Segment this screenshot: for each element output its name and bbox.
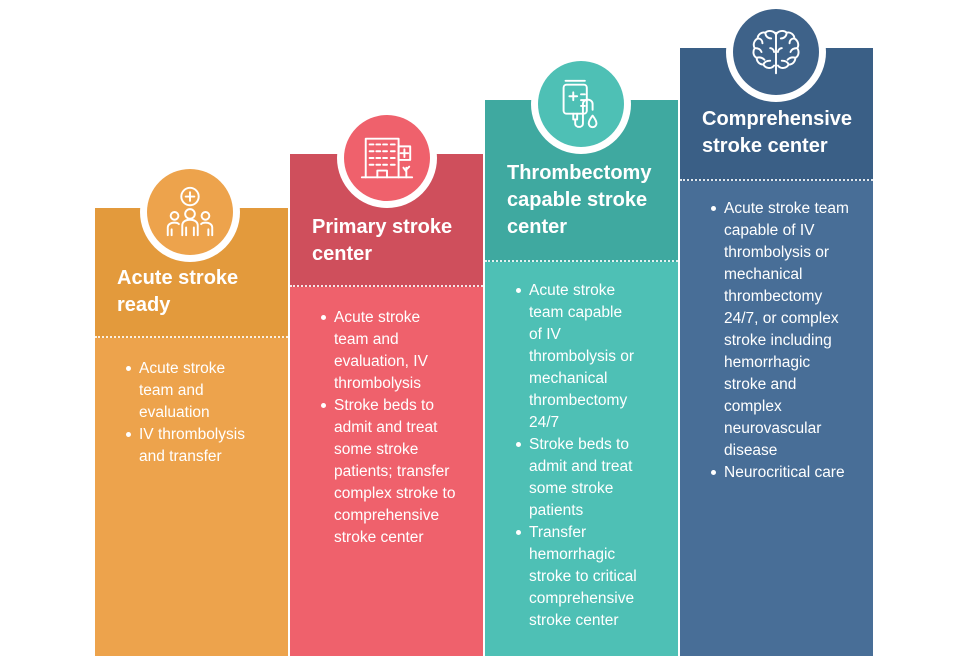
hospital-building-icon <box>337 108 437 208</box>
column-body <box>485 262 678 656</box>
list-item: IV thrombolysis and transfer <box>126 424 259 468</box>
dotted-divider <box>95 336 288 338</box>
list-item: Acute stroke team capable of IV thrombol… <box>516 280 639 434</box>
list-item: Stroke beds to admit and treat some stro… <box>516 434 641 522</box>
column-primary-stroke-center: Primary stroke center Acute stroke team … <box>290 154 483 656</box>
list-item: Stroke beds to admit and treat some stro… <box>321 395 462 549</box>
dotted-divider <box>485 260 678 262</box>
column-body <box>290 287 483 656</box>
column-acute-stroke-ready: Acute stroke ready Acute stroke team and… <box>95 208 288 656</box>
column-title: Primary stroke center <box>312 216 453 265</box>
column-thrombectomy-capable-stroke-center: Thrombectomy capable stroke center Acute… <box>485 100 678 656</box>
item-list: Acute stroke team and evaluation, IV thr… <box>290 307 475 549</box>
list-item: Neurocritical care <box>711 462 859 484</box>
column-body <box>95 338 288 656</box>
brain-icon <box>726 2 826 102</box>
item-list: Acute stroke team and evaluation IV thro… <box>95 358 280 468</box>
item-list: Acute stroke team capable of IV thrombol… <box>485 280 670 632</box>
list-item: Acute stroke team capable of IV thrombol… <box>711 198 852 462</box>
column-title: Thrombectomy capable stroke center <box>507 162 652 238</box>
dotted-divider <box>290 285 483 287</box>
column-title: Acute stroke ready <box>117 267 239 316</box>
column-comprehensive-stroke-center: Comprehensive stroke center Acute stroke… <box>680 48 873 656</box>
list-item: Acute stroke team and evaluation <box>126 358 239 424</box>
list-item: Transfer hemorrhagic stroke to critical … <box>516 522 654 632</box>
iv-bag-icon <box>531 54 631 154</box>
people-medical-team-icon <box>140 162 240 262</box>
column-body <box>680 181 873 656</box>
item-list: Acute stroke team capable of IV thrombol… <box>680 198 865 484</box>
column-title: Comprehensive stroke center <box>702 108 853 157</box>
list-item: Acute stroke team and evaluation, IV thr… <box>321 307 446 395</box>
dotted-divider <box>680 179 873 181</box>
